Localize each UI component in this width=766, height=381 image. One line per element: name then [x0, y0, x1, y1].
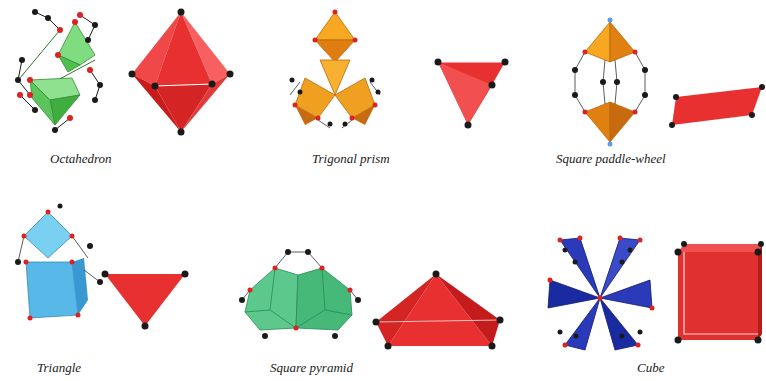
- shape-caption: Square paddle-wheel: [556, 151, 666, 167]
- shape-caption: Square pyramid: [270, 360, 353, 376]
- shape-caption: Cube: [637, 360, 664, 376]
- shape-caption: Trigonal prism: [312, 151, 390, 167]
- shape-caption: Octahedron: [50, 151, 112, 167]
- shape-caption: Triangle: [37, 360, 81, 376]
